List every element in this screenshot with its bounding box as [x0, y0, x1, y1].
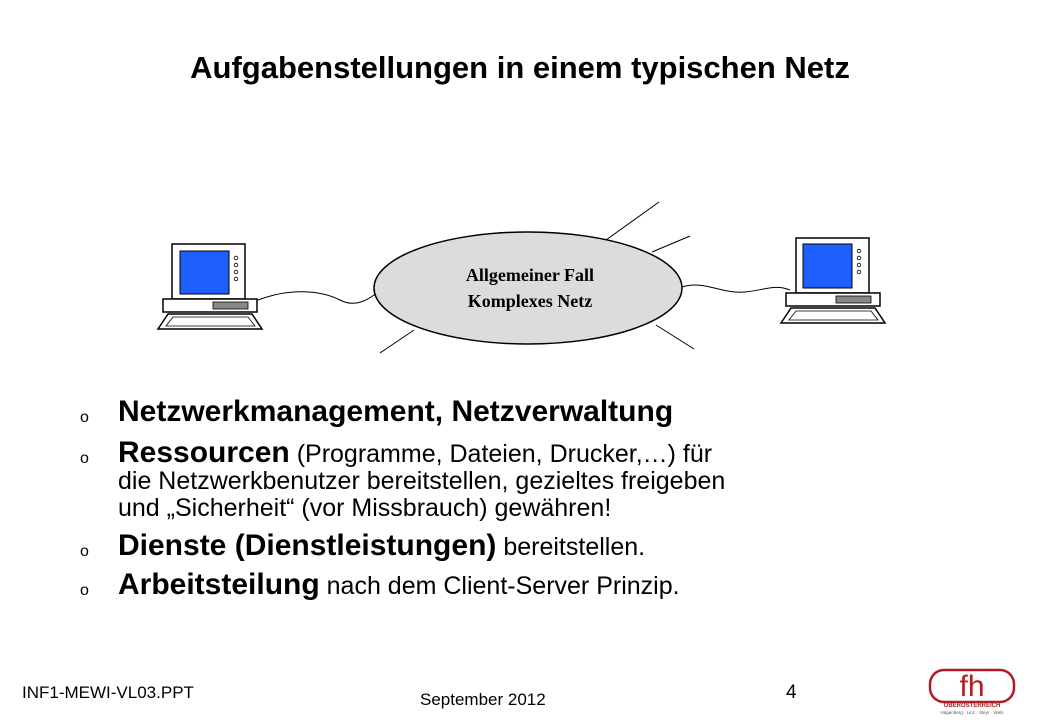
- bullet-marker: o: [80, 582, 89, 599]
- bullet-keyword: Dienste (Dienstleistungen): [118, 529, 497, 562]
- network-diagram: Allgemeiner Fall Komplexes Netz: [156, 201, 887, 354]
- bullet-item: o Dienste (Dienstleistungen) bereitstell…: [80, 529, 740, 562]
- bullet-marker: o: [80, 409, 89, 426]
- right-cable: [681, 284, 791, 293]
- cloud-label-line2: Komplexes Netz: [468, 291, 592, 311]
- logo-text: fh: [959, 670, 984, 703]
- logo-tagline: Hagenberg · Linz · Steyr · Wels: [941, 710, 1005, 715]
- network-cloud: [373, 231, 683, 345]
- bullet-keyword: Arbeitsteilung: [118, 568, 320, 601]
- left-monitor-screen: [179, 250, 230, 295]
- page-number: 4: [786, 682, 797, 703]
- network-link-line: [655, 324, 695, 350]
- bullet-text: nach dem Client-Server Prinzip.: [319, 572, 680, 600]
- bullet-marker: o: [80, 543, 89, 560]
- cloud-label-line1: Allgemeiner Fall: [466, 265, 594, 285]
- right-computer-icon: [779, 237, 887, 324]
- left-cable: [257, 291, 379, 304]
- footer-filename: INF1-MEWI-VL03.PPT: [22, 683, 194, 702]
- bullet-item: o Arbeitsteilung nach dem Client-Server …: [80, 568, 740, 601]
- bullet-item: o Ressourcen (Programme, Dateien, Drucke…: [80, 436, 740, 522]
- bullet-marker: o: [80, 450, 89, 467]
- bullet-keyword: Netzwerkmanagement, Netzverwaltung: [118, 395, 674, 428]
- right-monitor-screen: [802, 243, 853, 289]
- network-link-line: [605, 201, 660, 241]
- bullet-list: o Netzwerkmanagement, Netzverwaltung o R…: [80, 395, 740, 610]
- network-link-line: [379, 329, 415, 354]
- footer-date: September 2012: [420, 690, 546, 709]
- left-computer-icon: [156, 243, 264, 330]
- fh-logo-icon: fh OBERÖSTERREICH Hagenberg · Linz · Ste…: [928, 668, 1016, 715]
- bullet-text: (Programme, Dateien, Drucker,…) für die …: [118, 440, 726, 522]
- network-link-line: [651, 235, 691, 253]
- bullet-text: bereitstellen.: [496, 533, 646, 561]
- bullet-item: o Netzwerkmanagement, Netzverwaltung: [80, 395, 740, 428]
- slide-title: Aufgabenstellungen in einem typischen Ne…: [190, 50, 850, 85]
- bullet-keyword: Ressourcen: [118, 436, 290, 469]
- logo-subtext: OBERÖSTERREICH: [944, 702, 1001, 709]
